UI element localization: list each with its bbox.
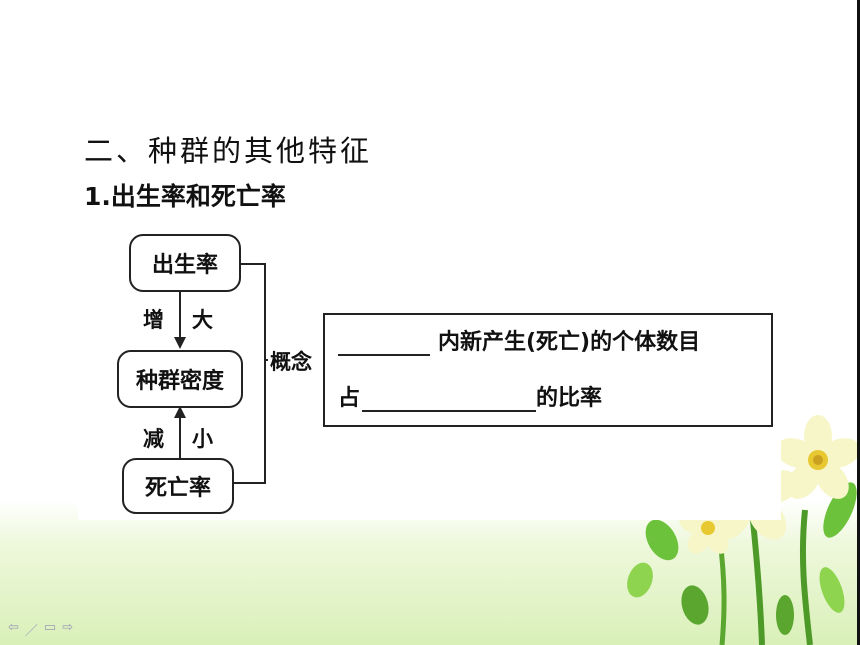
- definition-line-2-suffix: 的比率: [536, 386, 603, 411]
- prev-slide-icon[interactable]: ⇦: [8, 620, 19, 635]
- slide-menu-icon[interactable]: ▭: [43, 620, 57, 635]
- decrease-label-2: 小: [192, 427, 213, 451]
- birth-rate-label: 出生率: [151, 253, 218, 278]
- pen-tool-icon[interactable]: ／: [24, 624, 38, 639]
- next-slide-icon[interactable]: ⇨: [62, 620, 74, 635]
- definition-line-1-text: 内新产生(死亡)的个体数目: [438, 330, 701, 355]
- decrease-arrowhead: [174, 406, 186, 418]
- birth-rate-node: 出生率: [129, 234, 241, 292]
- slide-heading: 二、种群的其他特征: [84, 134, 373, 168]
- death-rate-label: 死亡率: [144, 476, 211, 501]
- concept-bracket: [232, 263, 266, 484]
- definition-line-2: 占 的比率: [338, 380, 602, 412]
- increase-label-1: 增: [143, 308, 164, 332]
- increase-arrowhead: [174, 337, 186, 349]
- slide-subheading: 1.出生率和死亡率: [84, 182, 286, 211]
- population-density-label: 种群密度: [135, 369, 224, 394]
- blank-total-count: [362, 384, 537, 412]
- slide-nav: ⇦ ／ ▭ ⇨: [8, 620, 73, 639]
- definition-box: [323, 313, 773, 427]
- concept-label: 概念: [270, 350, 312, 374]
- blank-time-unit: [338, 328, 430, 356]
- decrease-label-1: 减: [143, 427, 164, 451]
- definition-line-2-prefix: 占: [338, 386, 361, 411]
- population-density-node: 种群密度: [117, 350, 243, 408]
- definition-line-1: 内新产生(死亡)的个体数目: [338, 324, 700, 356]
- increase-label-2: 大: [192, 308, 213, 332]
- death-rate-node: 死亡率: [122, 458, 234, 514]
- slide-right-border: [857, 0, 860, 645]
